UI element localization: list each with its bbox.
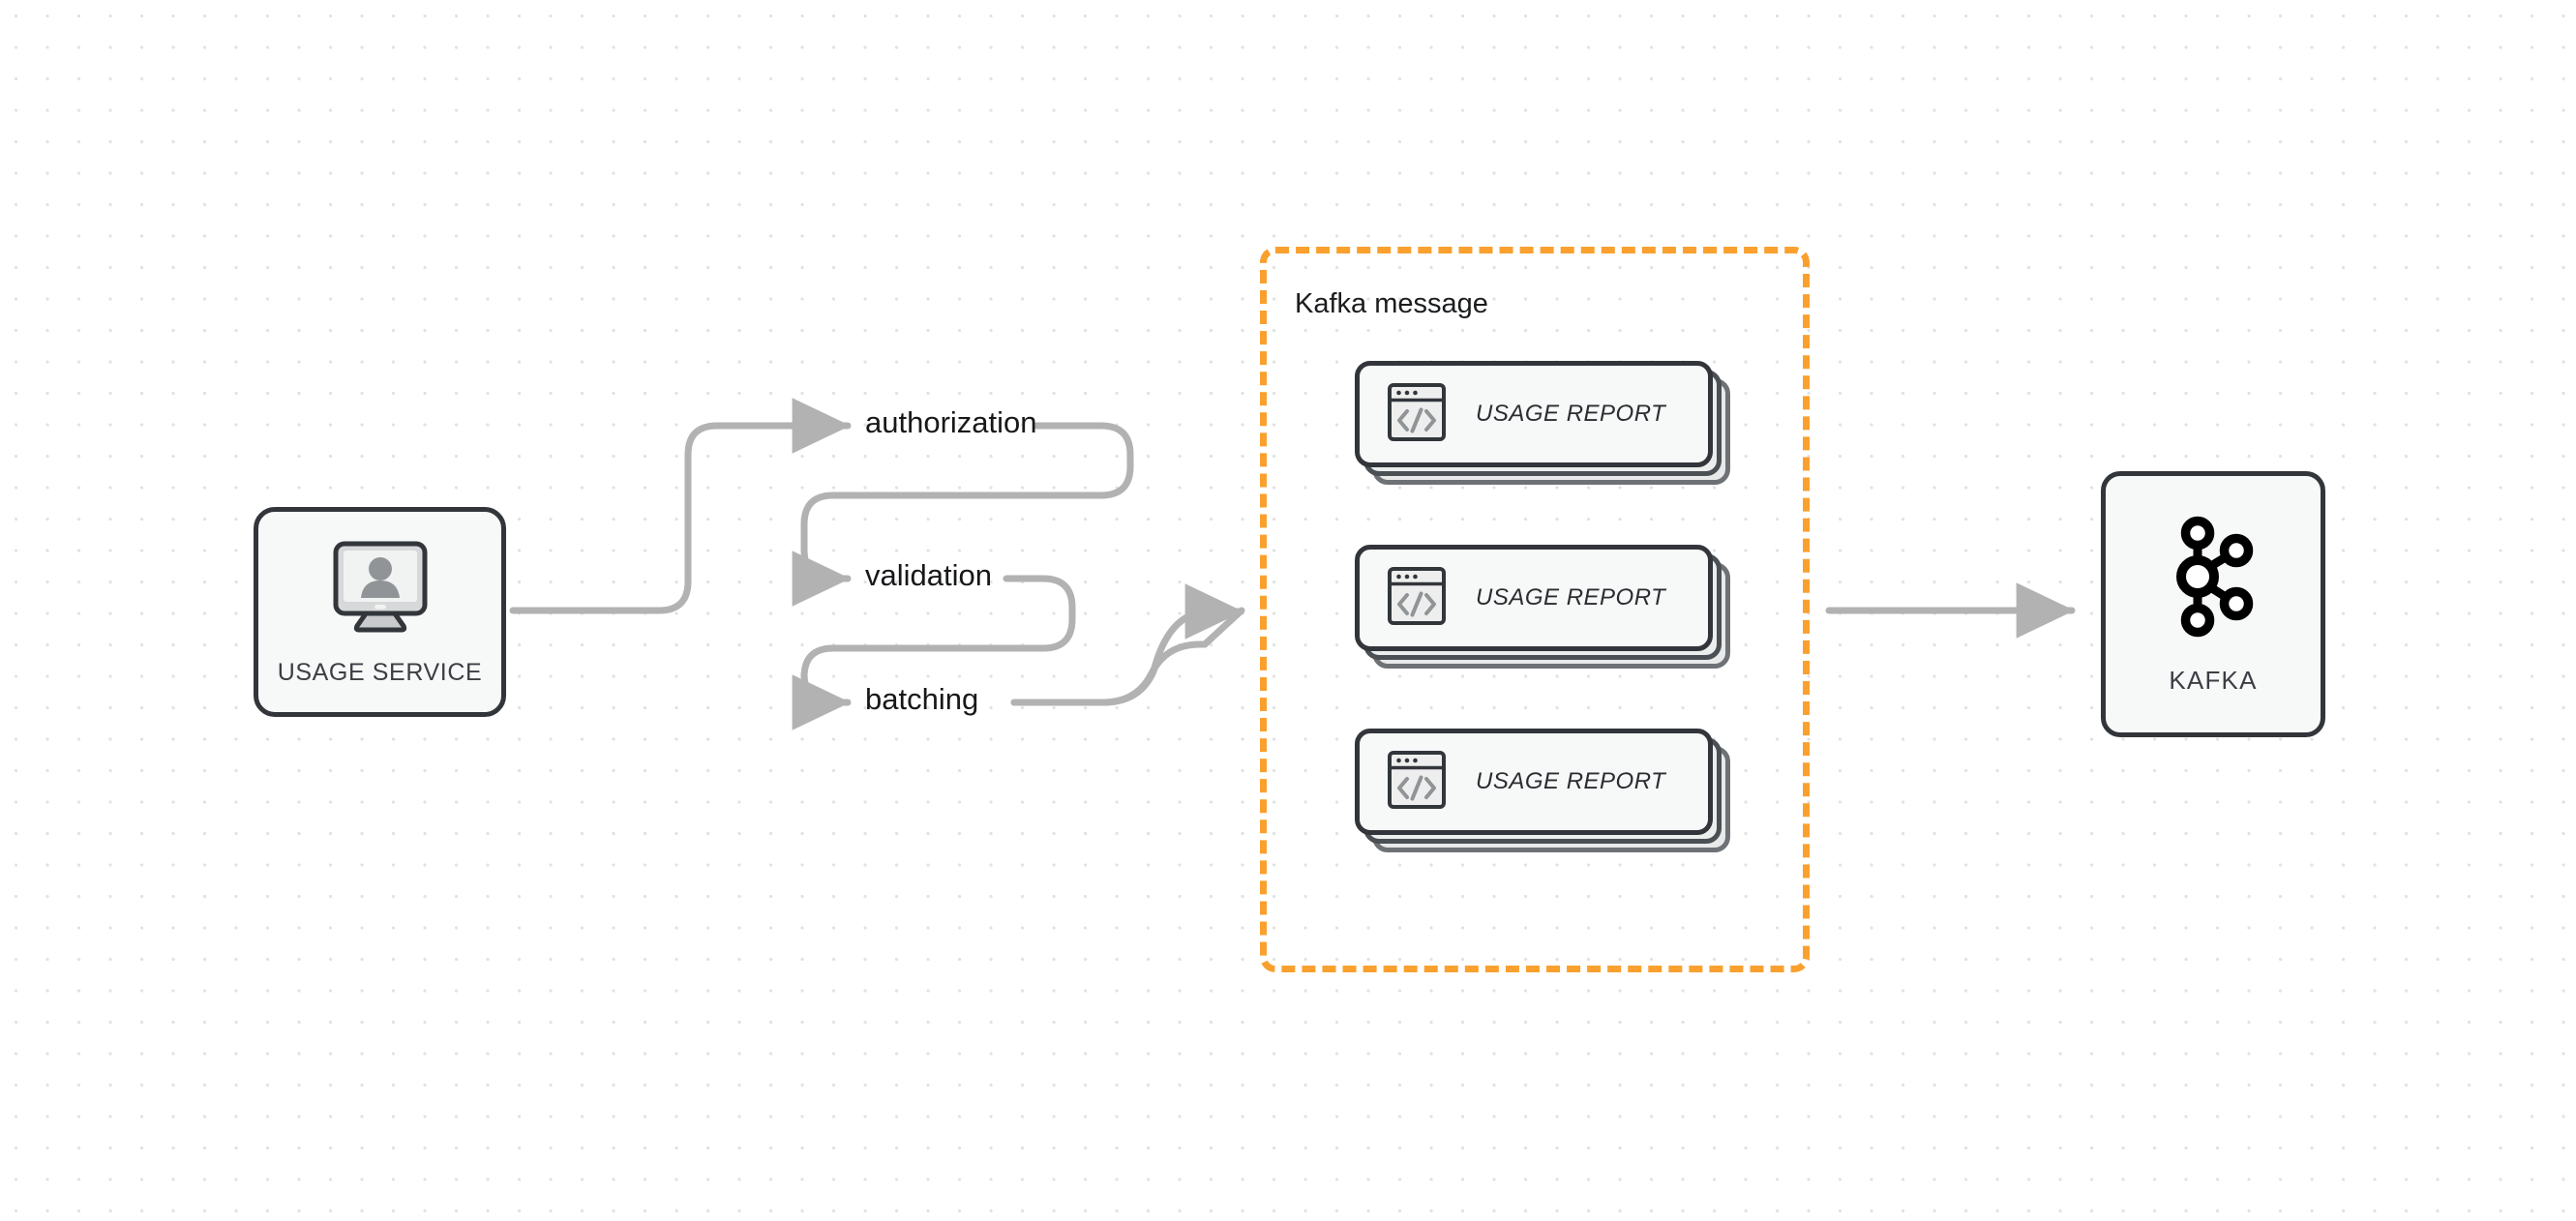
code-window-icon bbox=[1387, 750, 1447, 815]
edge-authorization-to-validation bbox=[792, 422, 1134, 607]
usage-report-card-stack[interactable]: USAGE REPORT bbox=[1355, 729, 1730, 852]
usage-report-card-label: USAGE REPORT bbox=[1476, 584, 1666, 610]
node-kafka[interactable]: KAFKA bbox=[2101, 471, 2325, 737]
code-window-icon bbox=[1387, 382, 1447, 447]
card-stack-front-layer[interactable]: USAGE REPORT bbox=[1355, 361, 1713, 467]
usage-report-card-label: USAGE REPORT bbox=[1476, 401, 1666, 427]
process-label-authorization[interactable]: authorization bbox=[865, 405, 1037, 439]
edge-usage-service-to-authorization bbox=[509, 398, 852, 614]
edge-batching-to-kafka-message bbox=[1010, 607, 1245, 706]
kafka-message-group-boundary[interactable] bbox=[1260, 247, 1810, 972]
card-stack-front-layer[interactable]: USAGE REPORT bbox=[1355, 545, 1713, 651]
kafka-logo-icon bbox=[2169, 514, 2258, 644]
card-stack-front-layer[interactable]: USAGE REPORT bbox=[1355, 729, 1713, 835]
process-label-validation[interactable]: validation bbox=[865, 558, 992, 592]
code-window-icon bbox=[1387, 566, 1447, 631]
node-usage-service[interactable]: USAGE SERVICE bbox=[254, 507, 506, 717]
node-kafka-label: KAFKA bbox=[2169, 665, 2258, 695]
usage-report-card-label: USAGE REPORT bbox=[1476, 768, 1666, 794]
kafka-message-group-title: Kafka message bbox=[1295, 288, 1488, 319]
edge-batching-to-kafka-message-tail bbox=[1010, 583, 1244, 706]
usage-report-card-stack[interactable]: USAGE REPORT bbox=[1355, 545, 1730, 669]
usage-report-card-stack[interactable]: USAGE REPORT bbox=[1355, 361, 1730, 485]
monitor-user-icon bbox=[326, 538, 434, 643]
process-label-batching[interactable]: batching bbox=[865, 682, 979, 716]
node-usage-service-label: USAGE SERVICE bbox=[277, 658, 483, 686]
